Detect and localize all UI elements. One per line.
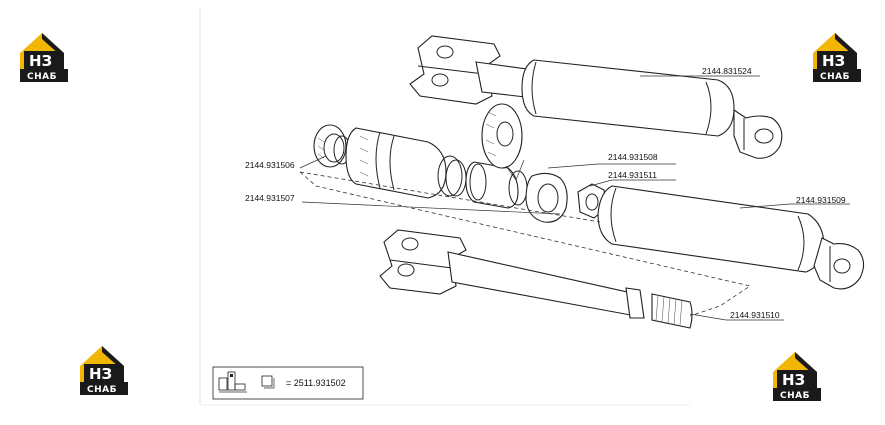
repair-kit-icon [218, 371, 247, 393]
piston-rod [379, 229, 693, 329]
logo-bottom-text: СНАБ [780, 391, 810, 401]
leader-lines [299, 75, 850, 321]
part-label-2144-931508: 2144.931508 [608, 152, 658, 162]
part-labels: 2144.831524 2144.931506 2144.931508 2144… [245, 66, 846, 320]
cylinder-assembly-top [409, 35, 783, 159]
logo-top-text: НЗ [782, 371, 805, 389]
logo-top-text: НЗ [29, 52, 52, 70]
repair-kit-number: = 2511.931502 [286, 378, 346, 388]
part-label-2144-931510: 2144.931510 [730, 310, 780, 320]
kit-box-icon [261, 375, 275, 389]
logo-bottom-right: НЗ СНАБ [773, 352, 821, 401]
logo-top-text: НЗ [822, 52, 845, 70]
logo-top-text: НЗ [89, 365, 112, 383]
logo-bottom-text: СНАБ [27, 72, 57, 82]
logo-bottom-text: СНАБ [820, 72, 850, 82]
part-label-2144-931511: 2144.931511 [608, 170, 657, 180]
logo-bottom-text: СНАБ [87, 385, 117, 395]
repair-kit-legend: = 2511.931502 [212, 366, 364, 400]
logo-top-right: НЗ СНАБ [813, 33, 861, 82]
part-label-2144-931506: 2144.931506 [245, 160, 295, 170]
part-label-2144-931509: 2144.931509 [796, 195, 846, 205]
part-label-2144-931507: 2144.931507 [245, 193, 295, 203]
part-label-2144-831524: 2144.831524 [702, 66, 752, 76]
cylinder-barrel-lower [597, 185, 865, 290]
logo-top-left: НЗ СНАБ [20, 33, 68, 82]
logo-bottom-left: НЗ СНАБ [80, 346, 128, 395]
